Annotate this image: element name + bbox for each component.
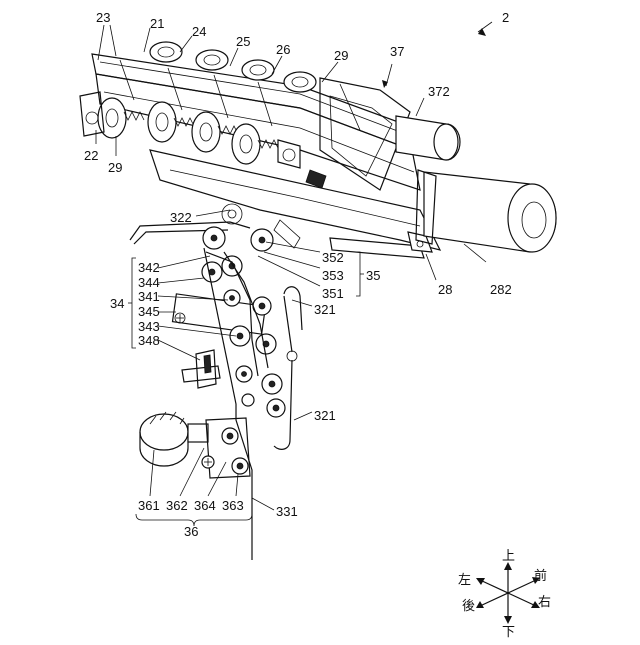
label-361: 361 (138, 498, 160, 513)
label-321-upper: 321 (314, 302, 336, 317)
label-352: 352 (322, 250, 344, 265)
label-37: 37 (390, 44, 404, 59)
label-348: 348 (138, 333, 160, 348)
dir-up: 上 (502, 548, 515, 563)
label-23: 23 (96, 10, 110, 25)
label-28: 28 (438, 282, 452, 297)
label-36: 36 (184, 524, 198, 539)
part-348 (182, 350, 220, 388)
label-342: 342 (138, 260, 160, 275)
dir-back: 後 (462, 598, 475, 613)
label-341: 341 (138, 289, 160, 304)
label-29-top: 29 (334, 48, 348, 63)
tension-discs-row (98, 98, 300, 168)
dir-right: 右 (538, 594, 551, 609)
label-fig-number: 2 (502, 10, 509, 25)
dir-down: 下 (502, 624, 515, 639)
arrow-head-fig (478, 28, 486, 36)
tensioner-36 (140, 412, 250, 478)
label-351: 351 (322, 286, 344, 301)
label-24: 24 (192, 24, 206, 39)
lever-322 (130, 222, 250, 244)
dir-left: 左 (458, 572, 471, 587)
label-331: 331 (276, 504, 298, 519)
label-25: 25 (236, 34, 250, 49)
thread-321 (274, 287, 302, 450)
label-29-left: 29 (108, 160, 122, 175)
label-362: 362 (166, 498, 188, 513)
pulley-chain-34 (172, 227, 285, 417)
direction-compass: 上 下 左 前 後 右 (458, 548, 551, 639)
label-353: 353 (322, 268, 344, 283)
label-35: 35 (366, 268, 380, 283)
label-22: 22 (84, 148, 98, 163)
label-322: 322 (170, 210, 192, 225)
label-26: 26 (276, 42, 290, 57)
label-364: 364 (194, 498, 216, 513)
dir-front: 前 (534, 568, 547, 583)
motor-282 (416, 170, 556, 252)
label-21: 21 (150, 16, 164, 31)
motor-372 (396, 116, 460, 160)
label-321-lower: 321 (314, 408, 336, 423)
label-282: 282 (490, 282, 512, 297)
label-372: 372 (428, 84, 450, 99)
label-345: 345 (138, 304, 160, 319)
label-34: 34 (110, 296, 124, 311)
label-363: 363 (222, 498, 244, 513)
label-344: 344 (138, 275, 160, 290)
label-343: 343 (138, 319, 160, 334)
